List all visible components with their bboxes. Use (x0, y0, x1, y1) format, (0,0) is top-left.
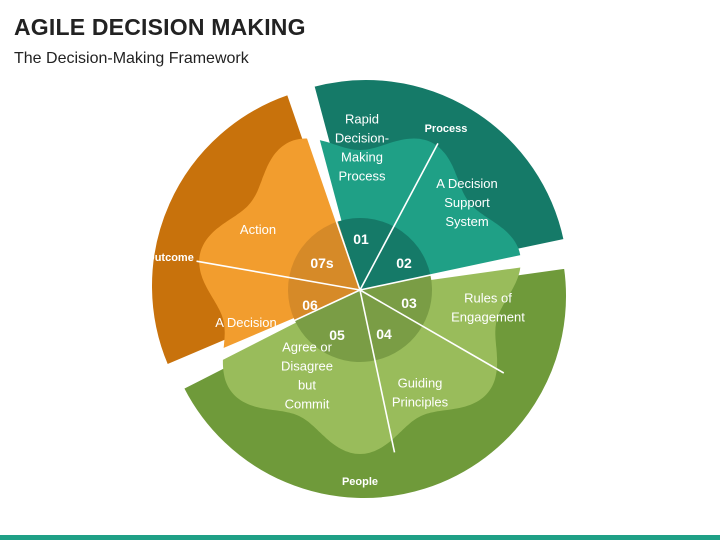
process-hub-sector (337, 217, 431, 290)
segment-number: 07s (310, 255, 334, 271)
segment-label-line: Rapid (345, 112, 379, 127)
segment-divider (196, 260, 361, 291)
group-label-outcome: Outcome (146, 252, 194, 264)
bottom-accent-bar (0, 535, 720, 540)
segment-label-line: Rules of (464, 291, 512, 306)
segment-label-line: Support (444, 195, 490, 210)
segment-label-line: Decision- (335, 131, 389, 146)
segment-label-line: Disagree (281, 359, 333, 374)
segment-label-line: Making (341, 150, 383, 165)
people-hub-sector (294, 275, 432, 363)
segment-divider (359, 143, 439, 291)
outcome-hub-sector (288, 221, 360, 321)
process-petal-shape (292, 138, 521, 291)
segment-number: 06 (302, 297, 318, 313)
segment-label-line: Guiding (398, 376, 443, 391)
segment-label-line: Principles (392, 395, 449, 410)
group-label-people: People (342, 476, 378, 488)
segment-label-line: A Decision (436, 176, 497, 191)
segment-label-line: Process (339, 169, 386, 184)
segment-divider (305, 132, 361, 291)
page-title: AGILE DECISION MAKING (14, 14, 306, 40)
segment-divider (359, 289, 396, 453)
center-dot (0, 0, 7, 7)
group-label-process: Process (425, 123, 468, 135)
segment-label-line: Action (240, 222, 276, 237)
segment-label-line: Engagement (451, 310, 525, 325)
page-subtitle: The Decision-Making Framework (14, 50, 249, 67)
segment-number: 05 (329, 327, 345, 343)
segment-label-line: A Decision (215, 315, 276, 330)
segment-divider (209, 289, 361, 361)
segment-number: 02 (396, 255, 412, 271)
segment-number: 04 (376, 326, 392, 342)
segment-divider (359, 254, 523, 291)
segment-label-line: System (445, 214, 488, 229)
segment-number: 03 (401, 295, 417, 311)
segment-divider (359, 289, 505, 374)
segment-label-line: Agree or (282, 340, 333, 355)
segment-label-line: but (298, 378, 316, 393)
segment-label-line: Commit (285, 397, 330, 412)
segment-number: 01 (353, 231, 369, 247)
